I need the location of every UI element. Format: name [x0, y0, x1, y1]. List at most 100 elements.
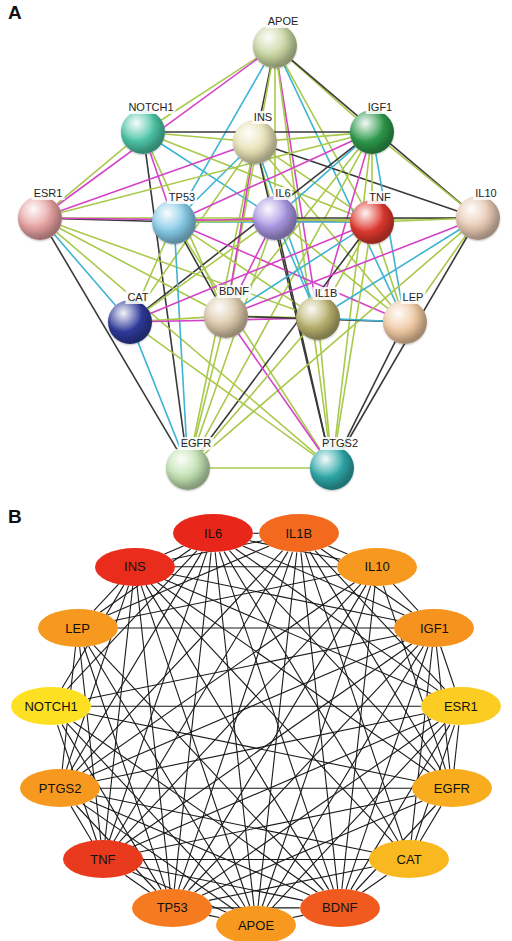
- protein-label: BDNF: [217, 285, 251, 298]
- interaction-line: [342, 342, 395, 449]
- network-edge: [91, 706, 421, 707]
- protein-label: TP53: [167, 191, 197, 204]
- interaction-line: [138, 342, 180, 447]
- protein-sphere: INS: [233, 120, 277, 164]
- network-edge: [183, 585, 366, 890]
- network-edge: [175, 566, 337, 567]
- gene-label: CAT: [397, 852, 422, 867]
- interaction-line: [277, 134, 350, 140]
- hub-ellipse: EGFR: [412, 769, 492, 807]
- network-edge: [80, 647, 101, 841]
- hub-ellipse: NOTCH1: [11, 687, 91, 725]
- panel-letter: B: [8, 506, 22, 528]
- interaction-line: [340, 319, 383, 321]
- network-edge: [262, 586, 370, 907]
- interaction-line: [161, 58, 256, 120]
- protein-sphere: BDNF: [204, 294, 248, 338]
- network-edge: [258, 552, 297, 906]
- hub-ellipse: IGF1: [394, 609, 474, 647]
- gene-label: INS: [124, 559, 146, 574]
- network-edge: [141, 586, 250, 907]
- network-edge: [165, 546, 184, 554]
- protein-sphere: IL10: [456, 196, 500, 240]
- hub-ellipse: TNF: [63, 840, 143, 878]
- interaction-line: [202, 335, 303, 452]
- protein-sphere: TNF: [350, 200, 394, 244]
- network-edge: [119, 584, 361, 842]
- protein-sphere: IL1B: [296, 296, 340, 340]
- hub-ellipse: IL10: [337, 548, 417, 586]
- interaction-line: [337, 230, 460, 307]
- interaction-line: [394, 219, 456, 221]
- gene-label: NOTCH1: [24, 699, 77, 714]
- hub-ellipse: LEP: [38, 609, 118, 647]
- interaction-line: [193, 337, 220, 446]
- gene-label: TNF: [90, 852, 115, 867]
- network-edge: [146, 585, 329, 890]
- network-edge: [229, 551, 435, 771]
- network-edge: [67, 724, 239, 908]
- hub-ellipse: INS: [95, 548, 175, 586]
- network-edge: [441, 647, 455, 688]
- interaction-line: [150, 153, 167, 201]
- network-edge: [94, 584, 119, 610]
- hub-ellipse: CAT: [369, 840, 449, 878]
- protein-label: IGF1: [366, 101, 394, 114]
- gene-label: ESR1: [444, 699, 478, 714]
- interaction-line: [239, 334, 320, 450]
- network-edge: [118, 627, 395, 628]
- protein-label: PTGS2: [320, 437, 360, 450]
- network-edge: [195, 722, 439, 892]
- interaction-line: [320, 340, 330, 446]
- network-edge: [143, 859, 369, 860]
- interaction-line: [343, 237, 467, 449]
- interaction-line: [297, 219, 350, 221]
- network-edge: [351, 725, 450, 890]
- network-edge: [140, 796, 416, 852]
- protein-label: ESR1: [32, 187, 65, 200]
- hub-ellipse: IL1B: [259, 514, 339, 552]
- network-edge: [76, 551, 282, 771]
- network-edge: [393, 584, 418, 610]
- protein-sphere: IL6: [253, 196, 297, 240]
- network-edge: [100, 788, 412, 789]
- interaction-line: [379, 243, 398, 301]
- interaction-line: [148, 335, 314, 455]
- protein-sphere: TP53: [152, 200, 196, 244]
- network-edge: [114, 552, 288, 842]
- network-edge: [305, 552, 403, 841]
- protein-label: INS: [252, 111, 274, 124]
- protein-sphere: APOE: [253, 24, 297, 68]
- interaction-line: [61, 149, 235, 210]
- protein-sphere: LEP: [383, 300, 427, 344]
- network-edge: [301, 552, 338, 889]
- protein-label: IL6: [273, 187, 292, 200]
- interaction-line: [57, 146, 126, 204]
- gene-label: IGF1: [420, 621, 449, 636]
- gene-label: IL1B: [285, 526, 312, 541]
- network-edge: [224, 552, 398, 842]
- interaction-line: [192, 164, 250, 447]
- network-edge: [362, 875, 386, 892]
- gene-label: TP53: [157, 900, 188, 915]
- protein-label: IL10: [473, 187, 498, 200]
- protein-sphere: PTGS2: [310, 446, 354, 490]
- hub-ellipse: APOE: [216, 906, 296, 941]
- panel-letter: A: [8, 2, 22, 24]
- gene-label: LEP: [65, 621, 90, 636]
- network-edge: [71, 806, 92, 841]
- interaction-line: [175, 244, 186, 446]
- network-edge: [97, 714, 424, 781]
- network-edge: [151, 584, 393, 842]
- interaction-line: [196, 218, 456, 221]
- interaction-line: [61, 138, 350, 213]
- gene-label: BDNF: [322, 900, 357, 915]
- protein-label: TNF: [367, 191, 392, 204]
- gene-label: APOE: [238, 918, 274, 933]
- interaction-line: [148, 231, 257, 309]
- hub-ellipse: BDNF: [300, 889, 380, 927]
- network-edge: [62, 725, 161, 890]
- network-edge: [125, 644, 412, 844]
- protein-label: IL1B: [313, 287, 340, 300]
